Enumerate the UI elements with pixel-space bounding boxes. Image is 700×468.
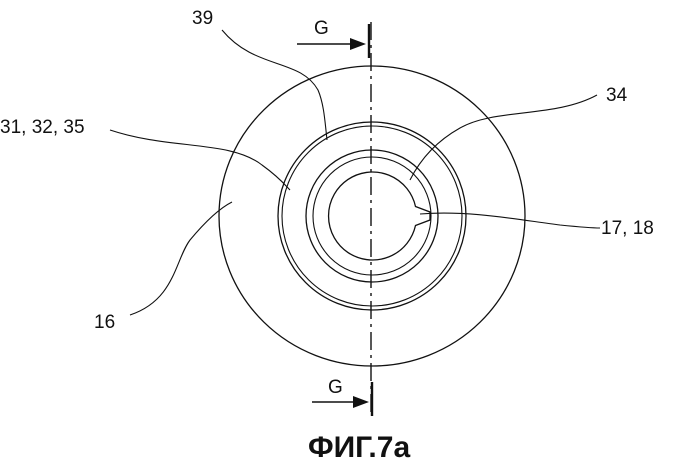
section-label-top: G	[314, 18, 329, 39]
label-16: 16	[94, 312, 115, 333]
label-39: 39	[192, 8, 213, 29]
section-marker-top: G	[297, 18, 369, 58]
leader-16	[130, 202, 232, 315]
label-17-18: 17, 18	[601, 218, 654, 239]
shaft-with-keyway	[329, 172, 430, 260]
leader-17-18	[420, 213, 600, 228]
label-34: 34	[606, 85, 628, 106]
section-label-bottom: G	[328, 377, 343, 398]
outer-disc-outline	[219, 66, 525, 366]
leader-31-32-35	[110, 130, 290, 190]
leader-34	[410, 95, 597, 180]
section-marker-bottom: G	[312, 377, 372, 416]
ring-outer-outline-b	[282, 126, 462, 306]
leader-39	[222, 30, 327, 140]
inner-ring-outline-a	[306, 150, 438, 282]
label-31-32-35: 31, 32, 35	[0, 117, 85, 138]
figure-caption: ФИГ.7a	[308, 431, 410, 464]
